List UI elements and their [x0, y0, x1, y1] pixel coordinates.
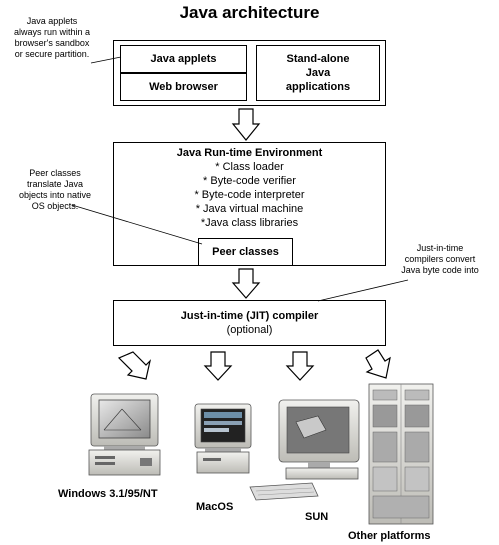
standalone-label-line: applications [285, 81, 351, 93]
platform-other-label: Other platforms [348, 530, 431, 542]
peer-note-line: translate Java [26, 179, 84, 189]
windows-pc-icon [88, 393, 161, 476]
applets-note-line: browser's sandbox [14, 38, 90, 48]
arrow-to-macos-icon [203, 351, 233, 381]
jre-item: * Byte-code verifier [203, 175, 296, 187]
jit-note: Just-in-time compilers convert Java byte… [384, 243, 496, 276]
macos-computer-icon [194, 403, 252, 474]
platform-windows-label: Windows 3.1/95/NT [58, 488, 158, 500]
arrow-to-windows-icon [117, 351, 152, 380]
jit-title: Just-in-time (JIT) compiler [180, 310, 319, 322]
java-applets-box: Java applets [120, 45, 247, 73]
peer-note-line: Peer classes [29, 168, 81, 178]
jit-subtitle: (optional) [226, 324, 273, 336]
diagram-title: Java architecture [179, 3, 320, 22]
jit-note-line: compilers convert [404, 254, 476, 264]
standalone-apps-box: Stand-alone Java applications [256, 45, 380, 101]
applets-note-line: or secure partition. [14, 49, 90, 59]
jre-title: Java Run-time Environment [176, 147, 323, 159]
platform-macos-label: MacOS [196, 501, 234, 513]
jre-item: * Byte-code interpreter [194, 189, 305, 201]
arrow-to-other-icon [365, 349, 391, 379]
standalone-label-line: Java [305, 67, 331, 79]
jre-item: * Java virtual machine [195, 203, 304, 215]
platform-sun-label: SUN [305, 511, 329, 523]
jre-item: * Class loader [215, 161, 284, 173]
peer-note-line: OS objects. [31, 201, 79, 211]
applets-note-line: Java applets [26, 16, 78, 26]
java-applets-label: Java applets [150, 53, 217, 65]
jre-item: *Java class libraries [200, 217, 299, 229]
peer-note-line: objects into native [18, 190, 92, 200]
jit-note-line: Java byte code into [401, 265, 479, 275]
sun-workstation-icon [249, 399, 360, 501]
peer-leader-line [71, 204, 203, 245]
jit-leader-line [317, 279, 409, 302]
web-browser-label: Web browser [149, 81, 218, 93]
peer-classes-label: Peer classes [212, 246, 279, 258]
jre-content: Java Run-time Environment * Class loader… [113, 146, 386, 230]
applets-note: Java applets always run within a browser… [0, 16, 104, 60]
jit-compiler-box: Just-in-time (JIT) compiler (optional) [113, 300, 386, 346]
applets-leader-line [90, 56, 122, 64]
down-arrow-icon [231, 108, 261, 141]
web-browser-box: Web browser [120, 73, 247, 101]
peer-classes-box: Peer classes [198, 238, 293, 266]
applets-note-line: always run within a [13, 27, 91, 37]
jit-note-line: Just-in-time [416, 243, 464, 253]
peer-classes-note: Peer classes translate Java objects into… [5, 168, 105, 212]
standalone-label-line: Stand-alone [286, 53, 350, 65]
down-arrow-icon [231, 268, 261, 299]
other-platforms-rack-icon [368, 383, 434, 525]
arrow-to-sun-icon [285, 351, 315, 381]
